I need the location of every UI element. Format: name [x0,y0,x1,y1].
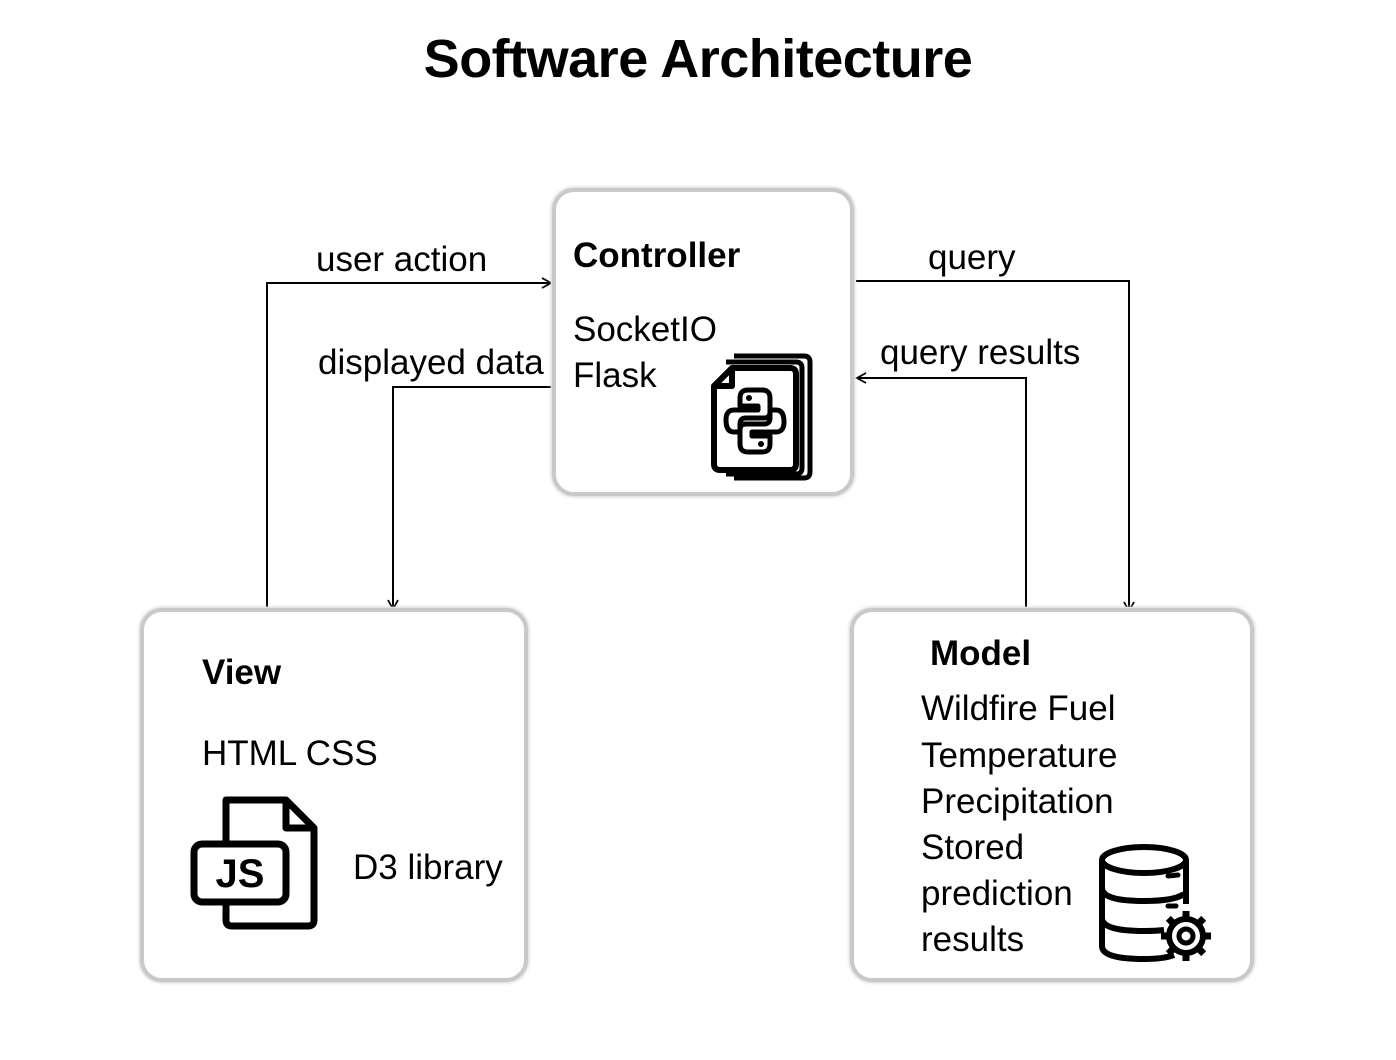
view-line-html-css: HTML CSS [202,734,378,773]
model-heading: Model [930,634,1032,673]
controller-heading: Controller [573,236,741,275]
controller-line-socketio: SocketIO [573,310,717,349]
model-line-results: results [921,920,1025,959]
query-results-arrow [855,372,1027,610]
model-line-wildfire-fuel: Wildfire Fuel [921,689,1116,728]
python-file-icon [711,353,813,481]
view-box [140,608,528,982]
view-line-d3: D3 library [353,848,503,887]
model-line-precipitation: Precipitation [921,782,1114,821]
model-line-prediction: prediction [921,874,1073,913]
view-heading: View [202,653,282,692]
database-settings-icon [1099,844,1211,963]
displayed-data-label: displayed data [318,343,544,382]
diagram-title: Software Architecture [423,29,973,89]
query-arrow [856,280,1135,613]
query-label: query [928,238,1016,277]
javascript-file-icon: JS [190,796,318,930]
controller-line-flask: Flask [573,356,657,395]
model-line-stored: Stored [921,828,1025,867]
user-action-label: user action [316,240,488,279]
query-results-label: query results [880,333,1081,372]
displayed-data-arrow [387,386,551,611]
user-action-arrow [266,277,553,612]
model-line-temperature: Temperature [921,736,1118,775]
svg-text:JS: JS [216,852,265,896]
